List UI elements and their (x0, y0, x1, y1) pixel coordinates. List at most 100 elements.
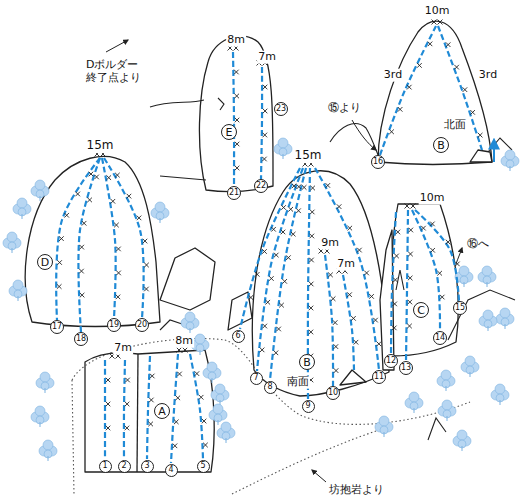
tree (31, 406, 49, 427)
bolt-mark (408, 228, 413, 233)
bolt-mark (235, 142, 240, 147)
bolt-mark (325, 183, 330, 188)
bolt-mark (351, 316, 356, 321)
bolt-mark (398, 107, 403, 112)
bolt-mark (389, 129, 394, 134)
exit-arrow (493, 140, 495, 162)
bolt-mark (274, 253, 279, 258)
bolt-mark (271, 227, 276, 232)
tree (9, 280, 27, 301)
route-number: 9 (302, 400, 315, 413)
tree (31, 180, 49, 201)
bolt-mark (57, 260, 62, 265)
bolt-mark (297, 184, 302, 189)
bolt-mark (333, 320, 338, 325)
bolt-mark (310, 234, 315, 239)
bolt-mark (116, 271, 121, 276)
route-line (406, 210, 408, 361)
node-text: 9 (305, 402, 310, 410)
map-label: 3rd (383, 69, 403, 82)
bolt-mark (269, 276, 274, 281)
bolt-mark (149, 398, 154, 403)
map-label: 15m (86, 139, 115, 153)
bolt-mark (354, 340, 359, 345)
route-line (171, 354, 178, 463)
node-text: 15 (455, 304, 465, 312)
map-label: 3rd (478, 69, 498, 82)
node-text: 6 (235, 332, 240, 340)
bolt-mark (428, 42, 433, 47)
bolt-mark (64, 213, 69, 218)
bolt-mark (454, 65, 459, 70)
route-number: 5 (197, 460, 210, 473)
map-label: 15m (294, 149, 323, 163)
route-line (438, 26, 482, 150)
bolt-mark (57, 284, 62, 289)
crag-letter: E (221, 124, 237, 140)
anchor-mark (438, 20, 443, 25)
bolt-mark (281, 205, 286, 210)
bolt-mark (260, 348, 265, 353)
bolt-mark (263, 85, 268, 90)
crag-letter: D (37, 254, 53, 270)
node-text: A (158, 406, 166, 417)
route-line (147, 356, 150, 459)
bolt-mark (82, 221, 87, 226)
node-text: 5 (200, 462, 205, 470)
node-text: 1 (102, 462, 107, 470)
tree (478, 266, 496, 287)
route-line (261, 67, 262, 179)
tree (36, 372, 54, 393)
node-text: 23 (276, 105, 286, 113)
bolt-mark (282, 279, 287, 284)
bolt-mark (106, 378, 111, 383)
bolt-mark (265, 300, 270, 305)
map-label: 8m (226, 34, 246, 47)
route-line (102, 158, 116, 318)
route-line (104, 158, 144, 318)
crag-letter: B (299, 354, 315, 370)
tree (455, 266, 473, 287)
route-line (391, 212, 396, 355)
tree (479, 310, 497, 331)
bolt-mark (106, 402, 111, 407)
route-number: 17 (50, 320, 64, 334)
map-label: 南面 (286, 376, 310, 389)
route-line (315, 168, 379, 370)
bolt-mark (144, 287, 149, 292)
bolt-mark (309, 330, 314, 335)
map-label: 9m (320, 237, 340, 250)
bolt-mark (337, 204, 342, 209)
route-number: 10 (326, 386, 340, 400)
bolt-mark (262, 324, 267, 329)
map-label: 10m (419, 192, 446, 205)
bolt-mark (396, 230, 401, 235)
node-text: 8 (267, 383, 272, 391)
bolt-mark (114, 223, 119, 228)
bolt-mark (111, 199, 116, 204)
crag-letter: B (433, 137, 449, 153)
route-line (233, 52, 234, 186)
route-line (270, 168, 306, 380)
bolt-mark (437, 271, 442, 276)
bolt-mark (177, 372, 182, 377)
bolt-mark (347, 226, 352, 231)
bolt-mark (286, 255, 291, 260)
node-text: C (417, 305, 425, 316)
bolt-mark (478, 133, 483, 138)
route-number: 7 (250, 372, 263, 385)
bolt-mark (393, 278, 398, 283)
anchor-mark (183, 348, 188, 353)
node-text: 16 (373, 158, 383, 166)
bolt-mark (369, 294, 374, 299)
route-number: 1 (99, 460, 112, 473)
map-label: ⑮より (327, 102, 362, 115)
node-text: 19 (109, 321, 119, 329)
bolt-mark (125, 426, 130, 431)
bolt-mark (470, 110, 475, 115)
node-text: 14 (435, 334, 445, 342)
bolt-mark (106, 426, 111, 431)
bolt-mark (176, 396, 181, 401)
tree (3, 232, 21, 253)
